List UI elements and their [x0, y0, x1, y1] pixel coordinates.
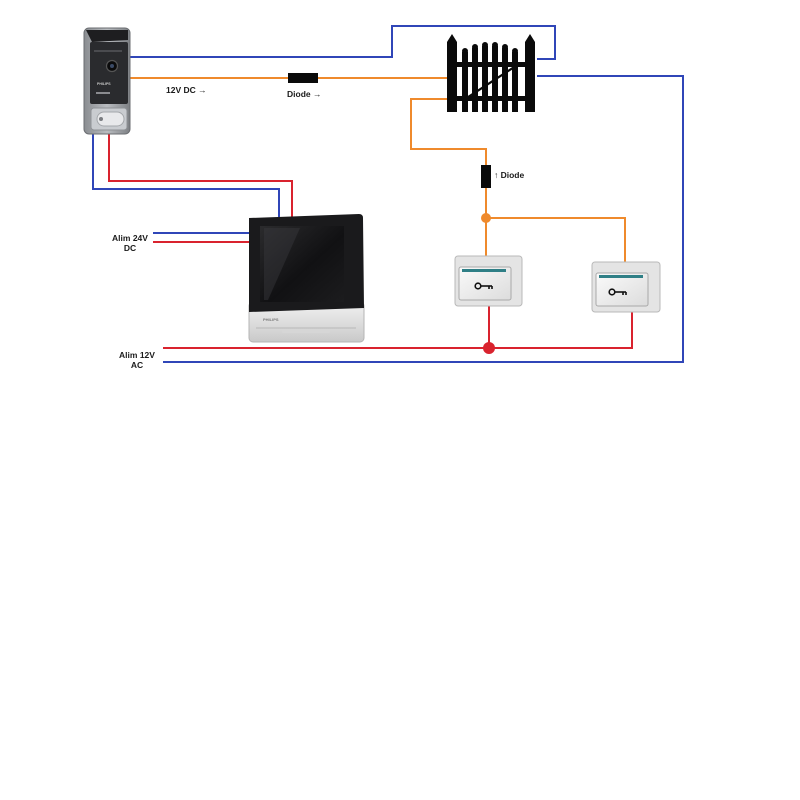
- indoor-monitor: [248, 214, 365, 343]
- outdoor-camera-panel: [83, 27, 131, 135]
- camera-brand-label: PHILIPS: [97, 82, 111, 86]
- label-diode-right: ↑ Diode: [494, 170, 525, 180]
- red-wire-alim12: [163, 309, 633, 349]
- label-12v-dc: 12V DC →: [166, 85, 207, 95]
- label-alim-12v-line2: AC: [130, 360, 144, 370]
- blue-wire-camera-gate: [130, 25, 556, 60]
- key-icon: [474, 282, 493, 290]
- push-button-2: [591, 261, 661, 313]
- label-alim-12v-line1: Alim 12V: [119, 350, 155, 360]
- orange-wires: [130, 77, 626, 262]
- label-alim-24v-line2: DC: [123, 243, 137, 253]
- label-diode-top: Diode →: [287, 89, 322, 99]
- label-alim-24v: Alim 24V DC: [106, 233, 154, 253]
- orange-wire-gate-diode: [410, 98, 487, 218]
- monitor-brand-label: PHILIPS: [263, 317, 279, 322]
- blue-wire-gate-ac: [163, 75, 684, 363]
- label-alim-24v-line1: Alim 24V: [112, 233, 148, 243]
- diode-vertical: [481, 165, 491, 188]
- orange-wire-button2: [486, 217, 626, 262]
- red-wires: [108, 133, 633, 349]
- junction-red: [483, 342, 495, 354]
- blue-wires: [92, 25, 684, 363]
- junction-orange: [481, 213, 491, 223]
- key-icon: [608, 288, 627, 296]
- blue-wire-camera-monitor: [92, 133, 280, 222]
- call-button: [96, 111, 125, 127]
- label-alim-12v: Alim 12V AC: [114, 350, 160, 370]
- red-wire-camera-monitor: [108, 133, 293, 222]
- gate: [447, 34, 535, 112]
- diode-horizontal: [288, 73, 318, 83]
- push-button-1: [454, 255, 523, 307]
- monitor-screen: [260, 226, 344, 302]
